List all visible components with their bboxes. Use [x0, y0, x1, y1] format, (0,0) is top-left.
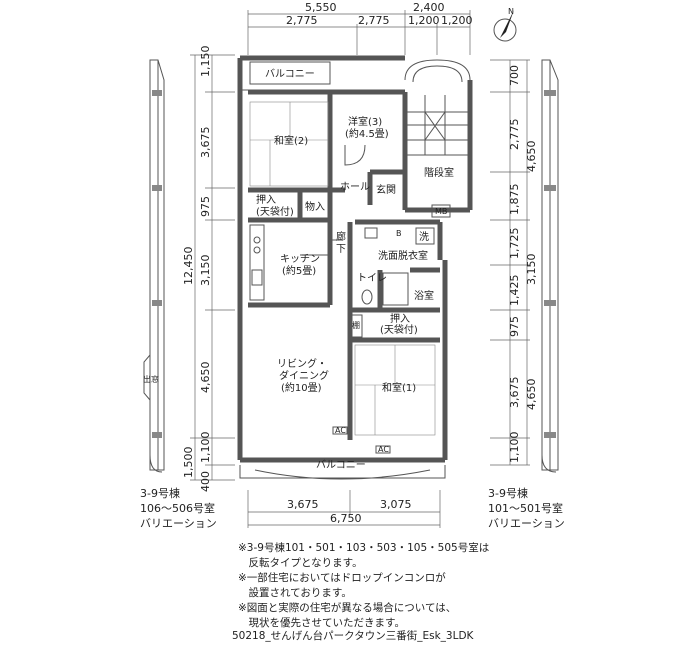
dim-left-e: 4,650 — [199, 362, 212, 394]
note-line-5: ※図面と実際の住宅が異なる場合については、 — [238, 602, 457, 614]
dim-right-big2: 3,150 — [525, 254, 538, 286]
balcony-top-label: バルコニー — [265, 68, 315, 80]
dim-top-b: 2,775 — [358, 14, 390, 27]
right-caption-line-3: バリエーション — [488, 517, 565, 530]
note-line-3: ※一部住宅においてはドロップインコンロが — [238, 572, 446, 584]
notes: ※3-9号棟101・501・103・503・105・505号室は 反転タイプとな… — [238, 541, 489, 631]
tana-label: 棚 — [352, 320, 360, 330]
dim-right-b: 2,775 — [508, 119, 521, 151]
left-caption-line-1: 3-9号棟 — [140, 487, 180, 500]
sen-label: 洗 — [419, 231, 429, 243]
dim-top-a: 2,775 — [286, 14, 318, 27]
yoshitsu3-label: 洋室(3) — [348, 115, 382, 128]
b-mark: B — [396, 229, 402, 238]
kitchen-size: (約5畳) — [282, 264, 316, 277]
right-caption-line-1: 3-9号棟 — [488, 487, 528, 500]
dim-left-f: 1,100 — [199, 432, 212, 464]
toilet-label: トイレ — [357, 273, 387, 284]
stairs-label: 階段室 — [424, 166, 454, 179]
oshiire2-label: 押入 — [390, 312, 410, 325]
dim-right-big1: 4,650 — [525, 141, 538, 173]
oshiire-label: 押入 — [256, 193, 276, 206]
dim-right-c: 1,875 — [508, 184, 521, 216]
dim-left-g: 1,500 — [182, 447, 195, 479]
yoshitsu3-size: (約4.5畳) — [345, 127, 389, 140]
dim-left-c: 975 — [199, 196, 212, 217]
washitsu1-label: 和室(1) — [382, 381, 416, 394]
dim-left-b: 3,675 — [199, 127, 212, 159]
compass-label: N — [508, 7, 514, 16]
balcony-bottom-label: バルコニー — [316, 459, 366, 471]
dim-top-d: 1,200 — [441, 14, 473, 27]
top-dimensions: 5,550 2,400 2,775 2,775 1,200 1,200 — [247, 1, 473, 55]
ac-label-1: AC — [335, 426, 346, 435]
note-line-1: ※3-9号棟101・501・103・503・105・505号室は — [238, 542, 490, 554]
mb-label: MB — [435, 207, 447, 216]
room-labels: バルコニー 和室(2) 洋室(3) (約4.5畳) ホール 玄関 階段室 MB … — [256, 68, 454, 471]
dim-left-total: 12,450 — [182, 247, 195, 286]
left-caption-line-2: 106～506号室 — [140, 502, 215, 515]
yokushitsu-label: 浴室 — [414, 289, 434, 302]
monoire-label: 物入 — [305, 200, 325, 213]
left-caption-line-3: バリエーション — [140, 517, 217, 530]
dim-left-d: 3,150 — [199, 255, 212, 287]
roka-label-2: 下 — [336, 244, 346, 255]
right-variation-elevation — [541, 59, 559, 473]
note-line-2: 反転タイプとなります。 — [238, 557, 363, 569]
left-dimensions: 1,150 3,675 975 3,150 4,650 1,100 1,500 … — [182, 46, 235, 492]
left-variation-caption: 3-9号棟 106～506号室 バリエーション — [140, 486, 217, 531]
ac-label-2: AC — [378, 445, 389, 454]
dim-right-a: 700 — [508, 65, 521, 86]
bottom-dimensions: 3,675 3,075 6,750 — [247, 490, 441, 528]
dim-bottom-total: 6,750 — [330, 512, 362, 525]
dim-right-g: 3,675 — [508, 377, 521, 409]
compass: N — [493, 7, 517, 42]
dim-right-d: 1,725 — [508, 228, 521, 260]
plan-walls — [237, 55, 473, 480]
note-line-4: 設置されております。 — [238, 587, 352, 599]
dim-top-c: 1,200 — [408, 14, 440, 27]
living-label-2: ダイニング — [279, 369, 329, 382]
senmen-label: 洗面脱衣室 — [378, 249, 428, 262]
right-dimensions: 700 2,775 1,875 1,725 1,425 975 3,675 1,… — [490, 59, 538, 466]
right-variation-caption: 3-9号棟 101～501号室 バリエーション — [488, 486, 565, 531]
left-variation-elevation: 出窓 — [143, 59, 165, 473]
dim-left-h: 400 — [199, 471, 212, 492]
living-size: (約10畳) — [281, 381, 322, 394]
dim-right-e: 1,425 — [508, 275, 521, 307]
dim-top-right-total: 2,400 — [413, 1, 445, 14]
footer-caption: 50218_せんげん台パークタウン三番街_Esk_3LDK — [232, 630, 474, 642]
washitsu2-label: 和室(2) — [274, 134, 308, 147]
hall-label: ホール — [340, 181, 370, 193]
dim-top-total: 5,550 — [305, 1, 337, 14]
dim-bottom-a: 3,675 — [287, 498, 319, 511]
roka-label-1: 廊 — [336, 230, 346, 243]
demado-label: 出窓 — [143, 374, 159, 384]
note-line-6: 現状を優先させていただきます。 — [238, 617, 405, 629]
oshiire-sub: (天袋付) — [256, 205, 294, 218]
dim-bottom-b: 3,075 — [380, 498, 412, 511]
genkan-label: 玄関 — [376, 183, 396, 196]
dim-right-f: 975 — [508, 316, 521, 337]
right-caption-line-2: 101～501号室 — [488, 502, 563, 515]
oshiire2-sub: (天袋付) — [380, 323, 418, 336]
dim-right-big3: 4,650 — [525, 379, 538, 411]
kitchen-label: キッチン — [280, 253, 320, 265]
dim-right-h: 1,100 — [508, 432, 521, 464]
living-label-1: リビング・ — [277, 357, 327, 370]
dim-left-a: 1,150 — [199, 46, 212, 78]
